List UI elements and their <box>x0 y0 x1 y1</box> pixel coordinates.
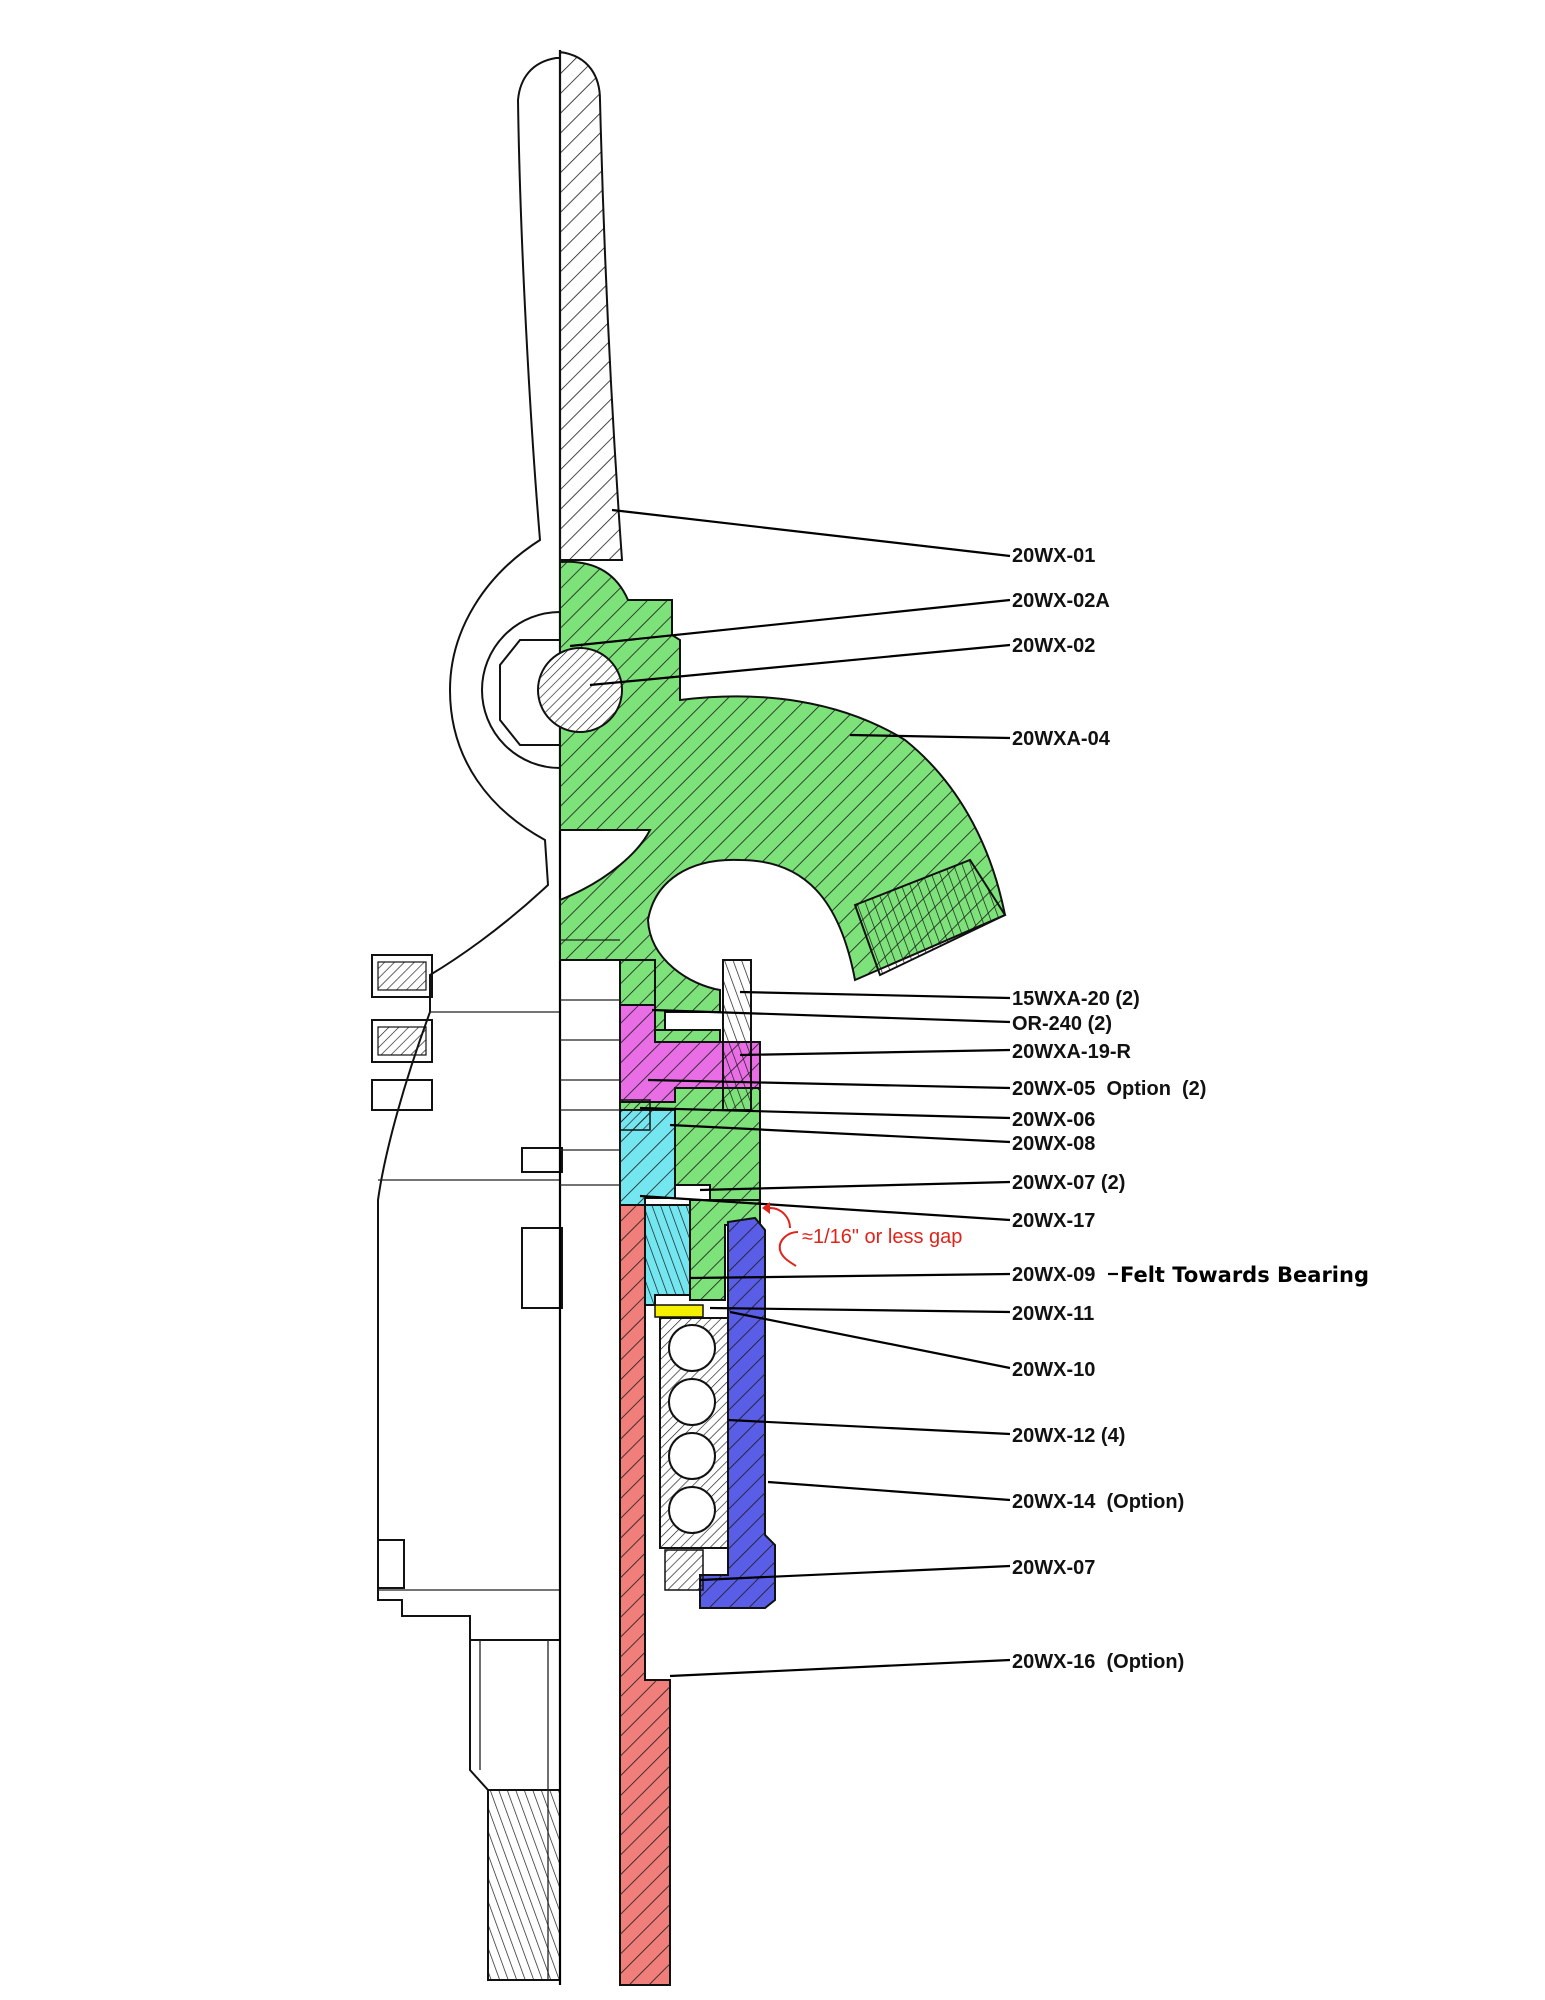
left-body-outline <box>371 57 639 1981</box>
felt-note: Felt Towards Bearing <box>1120 1263 1369 1287</box>
label-20wxa-04: 20WXA-04 <box>1012 728 1111 750</box>
label-20wx-06: 20WX-06 <box>1012 1109 1095 1131</box>
label-20wx-17: 20WX-17 <box>1012 1210 1095 1232</box>
part-labels: 20WX-01 20WX-02A 20WX-02 20WXA-04 15WXA-… <box>1012 545 1206 1673</box>
label-20wx-07-2: 20WX-07 (2) <box>1012 1172 1125 1194</box>
label-20wx-11: 20WX-11 <box>1012 1303 1094 1325</box>
part-20wx-07-seal <box>664 1549 704 1591</box>
gap-note: ≈1/16" or less gap <box>802 1226 962 1248</box>
label-20wx-10: 20WX-10 <box>1012 1359 1095 1381</box>
label-20wx-02a: 20WX-02A <box>1012 590 1110 612</box>
label-or-240: OR-240 (2) <box>1012 1013 1112 1035</box>
label-20wx-02: 20WX-02 <box>1012 635 1095 657</box>
part-15wxa-20-bolt <box>722 959 752 1111</box>
gap-annotation-arrow <box>778 1231 799 1267</box>
label-20wx-08: 20WX-08 <box>1012 1133 1095 1155</box>
gap-annotation-curve <box>769 1207 791 1229</box>
label-20wx-07: 20WX-07 <box>1012 1557 1095 1579</box>
flange-lines <box>560 939 620 1186</box>
label-20wxa-19-r: 20WXA-19-R <box>1012 1041 1131 1063</box>
label-20wx-14: 20WX-14 (Option) <box>1012 1491 1184 1513</box>
stem-thread <box>487 1789 561 1981</box>
gooseneck-thread <box>853 858 1007 977</box>
label-20wx-16: 20WX-16 (Option) <box>1012 1651 1184 1673</box>
label-15wxa-20: 15WXA-20 (2) <box>1012 988 1140 1010</box>
part-20wx-11-washer <box>654 1304 704 1318</box>
part-20wx-06-seal <box>619 1099 651 1131</box>
leader-lines <box>569 508 1118 1678</box>
label-20wx-05: 20WX-05 Option (2) <box>1012 1078 1206 1100</box>
part-20wx-01-section <box>559 50 624 561</box>
part-20wx-12-bearings <box>659 1317 729 1549</box>
label-20wx-12: 20WX-12 (4) <box>1012 1425 1125 1447</box>
label-20wx-01: 20WX-01 <box>1012 545 1095 567</box>
label-20wx-09: 20WX-09 <box>1012 1264 1095 1286</box>
